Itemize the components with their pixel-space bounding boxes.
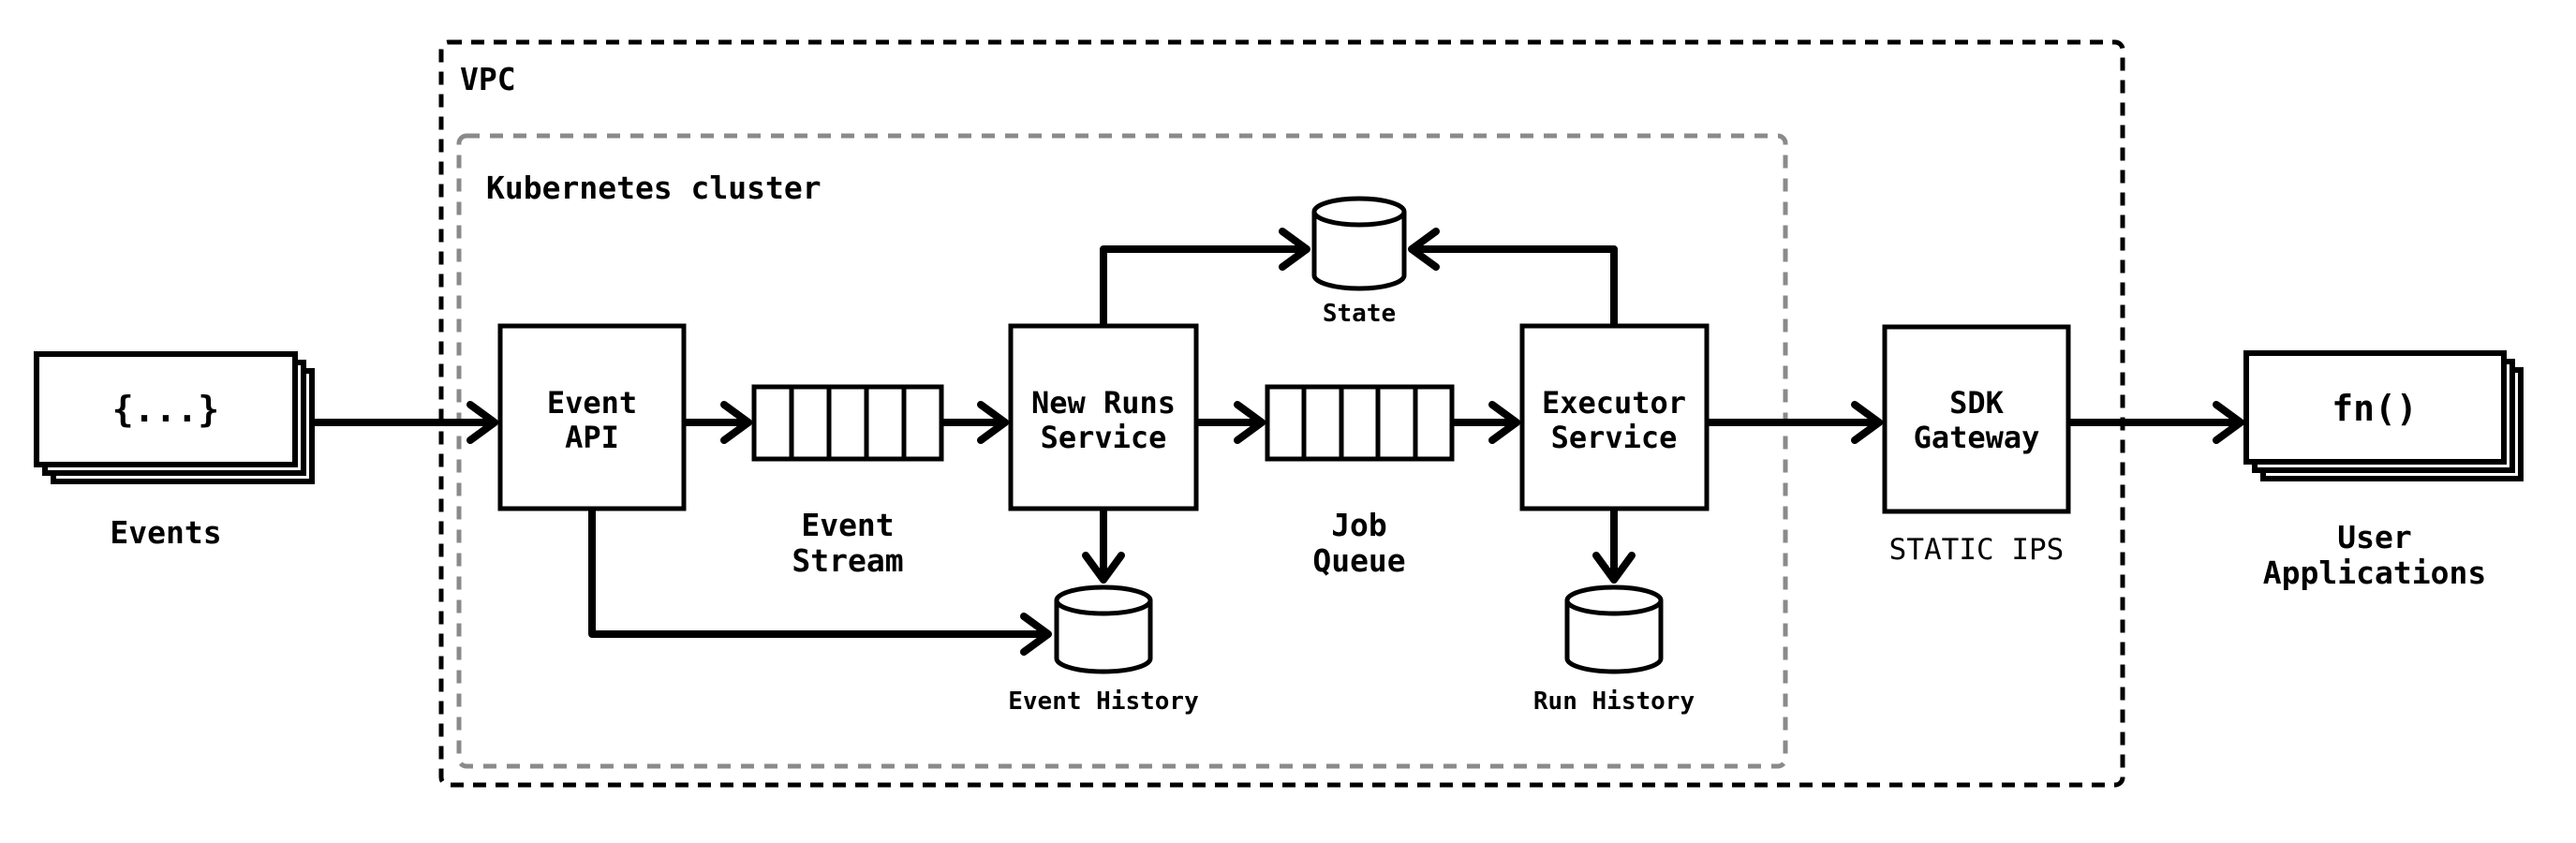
job-queue-label-line2: Queue — [1312, 542, 1405, 579]
arrowhead-right-icon — [720, 401, 752, 444]
vpc-label: VPC — [460, 61, 516, 97]
arrowhead-down-icon — [1082, 552, 1125, 584]
arrowhead-right-icon — [1488, 401, 1520, 444]
state-db-label: State — [1323, 300, 1396, 328]
event-history-label: Event History — [1008, 688, 1199, 716]
database-top-icon — [1311, 196, 1407, 228]
arrowhead-right-icon — [466, 401, 498, 444]
job-queue-label-line1: Job — [1331, 507, 1387, 543]
event-history-node: Event History — [1008, 584, 1199, 716]
arrowhead-right-icon — [2213, 401, 2244, 444]
sdk-gateway-node: SDK Gateway STATIC IPS — [1882, 324, 2071, 567]
kubernetes-cluster-label: Kubernetes cluster — [486, 170, 822, 206]
user-apps-label-line1: User — [2337, 519, 2411, 555]
arrowhead-right-icon — [1234, 401, 1266, 444]
user-apps-fn-glyph: fn() — [2332, 388, 2418, 429]
run-history-label: Run History — [1533, 688, 1695, 716]
events-json-glyph: {...} — [112, 389, 219, 430]
vpc-container: VPC — [438, 39, 2125, 788]
new-runs-service-box — [1008, 323, 1199, 511]
user-apps-label-line2: Applications — [2263, 555, 2486, 591]
database-icon — [1311, 212, 1407, 291]
queue-icon — [751, 384, 944, 462]
event-api-label-line1: Event — [547, 385, 637, 421]
executor-service-box — [1519, 323, 1710, 511]
new-runs-service-node: New Runs Service — [1008, 323, 1199, 511]
arrowhead-right-icon — [1279, 228, 1310, 271]
database-icon — [1564, 600, 1664, 674]
database-top-icon — [1054, 584, 1153, 616]
arrowhead-right-icon — [977, 401, 1009, 444]
run-history-node: Run History — [1533, 584, 1695, 716]
database-top-icon — [1564, 584, 1664, 616]
queue-icon — [1265, 384, 1455, 462]
vpc-border — [438, 39, 2125, 788]
event-stream-label-line2: Stream — [792, 542, 903, 579]
user-applications-card — [2243, 350, 2507, 465]
arrowhead-down-icon — [1592, 552, 1636, 584]
event-api-box — [497, 323, 687, 511]
arrowhead-right-icon — [1020, 613, 1052, 656]
database-icon — [1054, 600, 1153, 674]
arrow-executor-to-state — [1415, 245, 1618, 329]
event-api-label-line2: API — [565, 420, 619, 455]
new-runs-label-line1: New Runs — [1031, 385, 1176, 421]
sdk-gateway-label-line1: SDK — [1949, 385, 2005, 421]
kubernetes-cluster-container: Kubernetes cluster — [456, 133, 1788, 769]
new-runs-label-line2: Service — [1041, 420, 1167, 455]
arrowhead-left-icon — [1408, 228, 1440, 271]
events-card — [34, 351, 298, 467]
executor-service-node: Executor Service — [1519, 323, 1710, 511]
event-api-node: Event API — [497, 323, 687, 511]
sdk-gateway-label-line2: Gateway — [1914, 420, 2040, 455]
user-applications-node: fn() User Applications — [2243, 350, 2524, 591]
state-db-node: State — [1311, 196, 1407, 328]
events-node: {...} Events — [34, 351, 315, 551]
executor-label-line2: Service — [1551, 420, 1678, 455]
job-queue-node: Job Queue — [1265, 384, 1455, 579]
sdk-gateway-box — [1882, 324, 2071, 514]
events-label: Events — [110, 514, 221, 551]
executor-label-line1: Executor — [1542, 385, 1686, 421]
kubernetes-cluster-border — [456, 133, 1788, 769]
static-ips-label: STATIC IPS — [1889, 533, 2065, 567]
arrow-event-api-to-event-history — [588, 505, 1044, 638]
arrows — [308, 228, 2244, 656]
arrow-new-runs-to-state — [1100, 245, 1303, 329]
event-stream-node: Event Stream — [751, 384, 944, 579]
arrowhead-right-icon — [1851, 401, 1883, 444]
event-stream-label-line1: Event — [801, 507, 894, 543]
